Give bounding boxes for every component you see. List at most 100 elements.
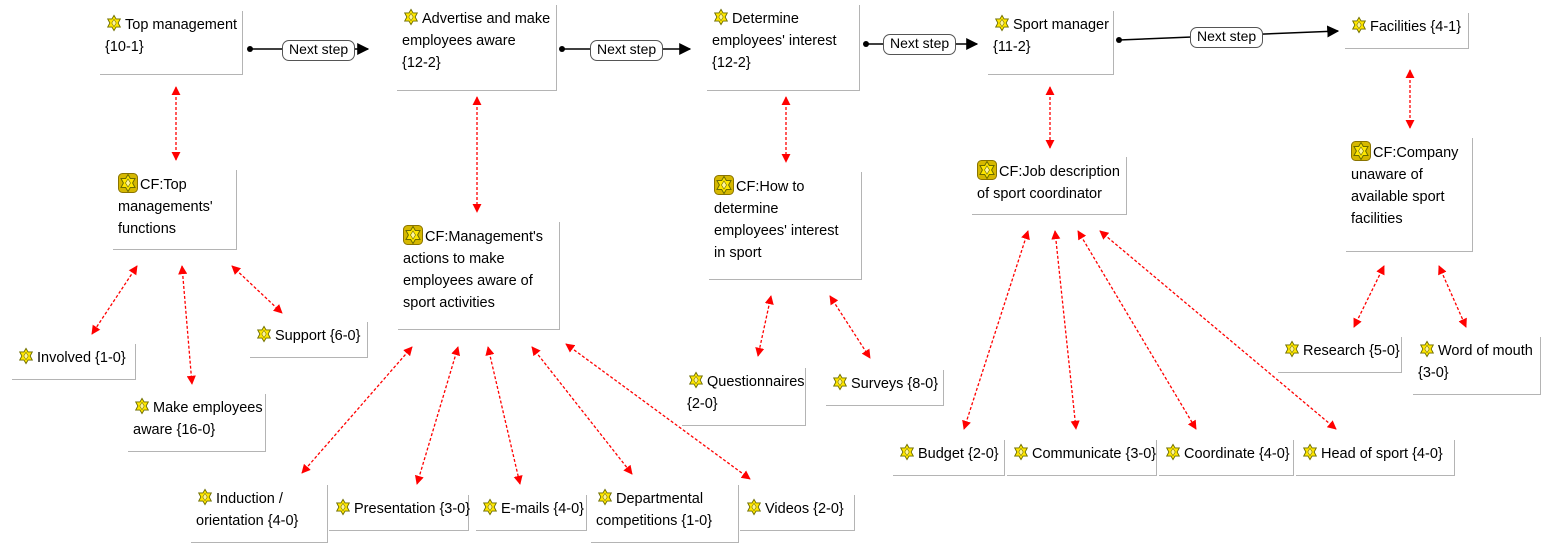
node-label-line: Presentation {3-0} — [354, 501, 471, 517]
node-label-line: E-mails {4-0} — [501, 501, 585, 517]
node-label-line: facilities — [1351, 211, 1403, 227]
node-label-line: aware {16-0} — [133, 422, 216, 438]
node-emails[interactable]: E-mails {4-0} — [476, 495, 587, 531]
node-involved[interactable]: Involved {1-0} — [12, 344, 136, 380]
node-label-line: Budget {2-0} — [918, 446, 999, 462]
association-link-cf-top-support — [231, 265, 283, 314]
node-label-line: competitions {1-0} — [596, 513, 713, 529]
code-icon — [402, 8, 420, 26]
association-link-cf-job-communicate — [1051, 230, 1080, 430]
association-link-cf-mgmt-induction — [301, 346, 413, 474]
node-label-line: managements' — [118, 199, 213, 215]
code-icon — [745, 498, 763, 516]
node-label-line: {12-2} — [712, 55, 751, 71]
node-label-line: CF:Job description — [999, 164, 1120, 180]
node-label-line: employees' interest — [714, 223, 839, 239]
node-label-line: Head of sport {4-0} — [1321, 446, 1443, 462]
node-label-line: employees aware of — [403, 273, 533, 289]
node-budget[interactable]: Budget {2-0} — [893, 440, 1005, 476]
node-coordinate[interactable]: Coordinate {4-0} — [1159, 440, 1294, 476]
next-step-label: Next step — [1190, 27, 1264, 48]
node-label-line: CF:How to — [736, 179, 805, 195]
code-icon — [831, 373, 849, 391]
code-icon — [1283, 340, 1301, 358]
node-label-line: employees aware — [402, 33, 516, 49]
node-label-line: Videos {2-0} — [765, 501, 844, 517]
next-step-label: Next step — [590, 40, 664, 61]
node-presentation[interactable]: Presentation {3-0} — [329, 495, 471, 531]
code-icon — [712, 8, 730, 26]
next-step-label: Next step — [883, 34, 957, 55]
node-label-line: CF:Top — [140, 177, 187, 193]
node-top-mgmt[interactable]: Top management {10-1} — [100, 11, 243, 75]
association-link-cf-how-questionnaires — [755, 295, 774, 357]
code-icon — [1418, 340, 1436, 358]
node-facilities[interactable]: Facilities {4-1} — [1345, 13, 1469, 49]
node-label-line: Make employees — [153, 400, 263, 416]
node-label-line: Determine — [732, 11, 799, 27]
node-label-line: CF:Management's — [425, 229, 544, 245]
code-icon — [687, 371, 705, 389]
node-label-line: unaware of — [1351, 167, 1423, 183]
node-communicate[interactable]: Communicate {3-0} — [1007, 440, 1157, 476]
node-label-line: {3-0} — [1418, 365, 1449, 381]
code-icon — [17, 347, 35, 365]
association-link-cf-company-word-mouth — [1438, 265, 1467, 328]
code-icon — [1012, 443, 1030, 461]
node-label-line: Sport manager — [1013, 17, 1109, 33]
code-icon — [255, 325, 273, 343]
code-icon — [1164, 443, 1182, 461]
code-icon — [1350, 16, 1368, 34]
node-label-line: Word of mouth — [1438, 343, 1533, 359]
node-label-line: {11-2} — [993, 39, 1031, 55]
node-label-line: Coordinate {4-0} — [1184, 446, 1290, 462]
node-label-line: Induction / — [216, 491, 283, 507]
cf-code-icon — [403, 225, 423, 245]
code-icon — [596, 488, 614, 506]
code-icon — [105, 14, 123, 32]
node-support[interactable]: Support {6-0} — [250, 322, 368, 358]
association-link-cf-job-head-sport — [1099, 230, 1337, 430]
node-label-line: Top management — [125, 17, 238, 33]
cf-code-icon — [118, 173, 138, 193]
node-label-line: Communicate {3-0} — [1032, 446, 1157, 462]
node-label-line: Support {6-0} — [275, 328, 361, 344]
node-label-line: Research {5-0} — [1303, 343, 1400, 359]
code-icon — [133, 397, 151, 415]
node-label-line: {10-1} — [105, 39, 144, 55]
association-link-cf-mgmt-emails — [485, 346, 523, 485]
node-research[interactable]: Research {5-0} — [1278, 337, 1402, 373]
node-label-line: functions — [118, 221, 177, 237]
node-cf-company[interactable]: CF:Company unaware of available sport facil… — [1346, 138, 1473, 252]
next-step-label: Next step — [282, 40, 356, 61]
node-videos[interactable]: Videos {2-0} — [740, 495, 855, 531]
node-questionnaires[interactable]: Questionnaires{2-0} — [682, 368, 806, 426]
node-label-line: determine — [714, 201, 779, 217]
node-label-line: Advertise and make — [422, 11, 551, 27]
node-sport-mgr[interactable]: Sport manager {11-2} — [988, 11, 1114, 75]
association-link-cf-mgmt-videos — [565, 343, 751, 480]
association-link-cf-top-involved — [91, 265, 138, 335]
code-icon — [1301, 443, 1319, 461]
node-surveys[interactable]: Surveys {8-0} — [826, 370, 944, 406]
node-make-aware[interactable]: Make employees aware {16-0} — [128, 394, 266, 452]
code-icon — [196, 488, 214, 506]
node-head-sport[interactable]: Head of sport {4-0} — [1296, 440, 1455, 476]
node-label-line: Questionnaires — [707, 374, 805, 390]
node-induction[interactable]: Induction /orientation {4-0} — [191, 485, 328, 543]
code-icon — [993, 14, 1011, 32]
node-label-line: available sport — [1351, 189, 1445, 205]
association-link-cf-how-surveys — [829, 295, 871, 359]
node-label-line: Facilities {4-1} — [1370, 19, 1462, 35]
node-word-mouth[interactable]: Word of mouth {3-0} — [1413, 337, 1541, 395]
node-label-line: Surveys {8-0} — [851, 376, 939, 392]
node-label-line: CF:Company — [1373, 145, 1459, 161]
node-cf-top[interactable]: CF:Top managements' functions — [113, 170, 237, 250]
